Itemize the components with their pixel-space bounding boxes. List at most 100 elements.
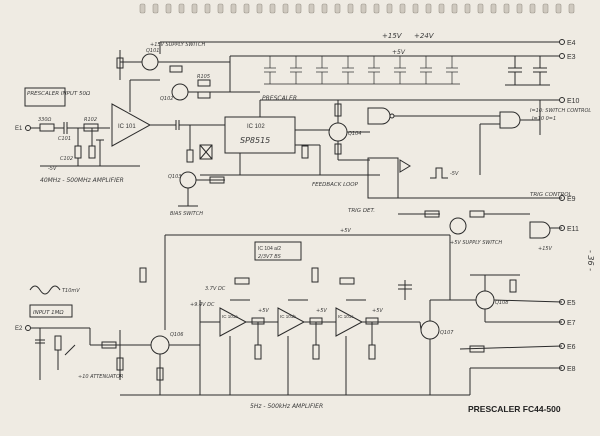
connector-e3: E3 <box>567 54 576 61</box>
schematic-title: PRESCALER FC44-500 <box>468 404 561 414</box>
attenuator-label: ÷10 ATTENUATOR <box>78 374 123 380</box>
q101-transistor <box>141 53 159 71</box>
ic101c-opamp <box>335 307 364 337</box>
binding-hole <box>516 3 523 14</box>
binding-hole <box>204 3 211 14</box>
ic102-label: IC 102 <box>247 124 265 130</box>
plus5-a: +5V <box>258 308 269 314</box>
binding-hole <box>477 3 484 14</box>
amp-5hz-label: 5Hz - 500kHz AMPLIFIER <box>250 403 323 410</box>
binding-holes <box>139 3 575 14</box>
connector-e8: E8 <box>567 366 576 373</box>
supply-switch-wiring <box>116 42 260 99</box>
binding-hole <box>178 3 185 14</box>
binding-hole <box>529 3 536 14</box>
q106-label: Q106 <box>170 332 183 338</box>
input-chain-40mhz <box>31 122 140 167</box>
comparator-symbol <box>399 159 411 173</box>
timing-label: T10mV <box>62 288 80 294</box>
binding-hole <box>269 3 276 14</box>
decoupling-capacitor <box>446 56 458 84</box>
attenuator-network <box>31 327 140 380</box>
ic101-output-wire <box>129 79 225 163</box>
prescaler-input-label: PRESCALER INPUT 50Ω <box>27 91 91 97</box>
q106-wiring <box>120 300 470 396</box>
lower-rail <box>164 234 451 330</box>
binding-hole <box>321 3 328 14</box>
decoupling-capacitor <box>264 56 276 84</box>
binding-hole <box>217 3 224 14</box>
opamp-chain-wiring <box>200 299 420 395</box>
q107-transistor <box>420 320 440 340</box>
binding-hole <box>451 3 458 14</box>
binding-hole <box>490 3 497 14</box>
ic104-label: IC 104 a/2 <box>258 246 281 252</box>
connector-e1: E1 <box>15 126 23 132</box>
q106-transistor <box>150 335 170 355</box>
binding-hole <box>438 3 445 14</box>
binding-hole <box>360 3 367 14</box>
neg5-right: -5V <box>450 171 459 177</box>
rail-plus24-label: +24V <box>414 32 435 40</box>
binding-hole <box>139 3 146 14</box>
crossed-component <box>199 144 213 160</box>
top-right-capacitors <box>505 56 550 86</box>
q103-transistor <box>179 171 197 189</box>
q104-label: Q104 <box>348 131 361 137</box>
supply-switch-label: +15V SUPPLY SWITCH <box>150 42 206 48</box>
ic102-wiring <box>200 100 380 176</box>
decoupling-capacitor <box>420 56 432 84</box>
connector-e10-input <box>25 125 31 131</box>
c101-label: C101 <box>58 136 71 142</box>
ic101a-opamp <box>219 307 248 337</box>
pulse-symbol <box>430 167 448 179</box>
binding-hole <box>282 3 289 14</box>
bias-switch-wiring <box>178 176 225 207</box>
binding-hole <box>503 3 510 14</box>
bias-switch-label: BIAS SWITCH <box>170 211 203 217</box>
ic104-part: 2/3V7 BS <box>258 254 282 260</box>
ic102-box <box>224 116 296 154</box>
amp-40mhz-label: 40MHz - 500MHz AMPLIFIER <box>40 177 124 184</box>
connector-e10: E10 <box>567 98 580 105</box>
v37-label: 3.7V DC <box>205 286 226 292</box>
supply-switch-2-label: +5V SUPPLY SWITCH <box>450 240 502 246</box>
ic104-box <box>254 241 302 261</box>
connector-e7: E7 <box>567 320 576 327</box>
binding-hole <box>256 3 263 14</box>
ic101b-opamp <box>277 307 306 337</box>
q102-label: Q102 <box>160 96 173 102</box>
connector-e9: E9 <box>567 196 576 203</box>
decoupling-cap-bank <box>264 56 460 85</box>
binding-hole <box>308 3 315 14</box>
binding-hole <box>295 3 302 14</box>
neg5-label: -5V <box>48 166 57 172</box>
binding-hole <box>334 3 341 14</box>
nand-gate-1 <box>367 107 391 125</box>
plus5-b: +5V <box>316 308 327 314</box>
gate-wiring <box>394 100 541 175</box>
connector-e6: E6 <box>567 344 576 351</box>
and-gate-trig <box>529 221 551 239</box>
connector-e5: E5 <box>567 300 576 307</box>
binding-hole <box>386 3 393 14</box>
ic101c-label: IC 101c <box>338 314 354 319</box>
decoupling-capacitor <box>316 56 328 84</box>
rail-plus5-label: +5V <box>392 49 406 56</box>
decoupling-capacitor <box>342 56 354 84</box>
nand-gate-2 <box>499 111 521 129</box>
plus5-lower: +5V <box>340 228 351 234</box>
binding-hole <box>243 3 250 14</box>
c102-label: C102 <box>60 156 73 162</box>
binding-hole <box>555 3 562 14</box>
q108-label: Q108 <box>495 300 508 306</box>
decoupling-capacitor <box>290 56 302 84</box>
switch-control-label: I=10: SWITCH CONTROL <box>530 108 591 114</box>
binding-hole <box>412 3 419 14</box>
ic101a-label: IC 101a <box>222 314 238 319</box>
ic101-label: IC 101 <box>118 124 136 130</box>
binding-hole <box>165 3 172 14</box>
binding-hole <box>230 3 237 14</box>
ic101-amplifier <box>111 103 152 147</box>
